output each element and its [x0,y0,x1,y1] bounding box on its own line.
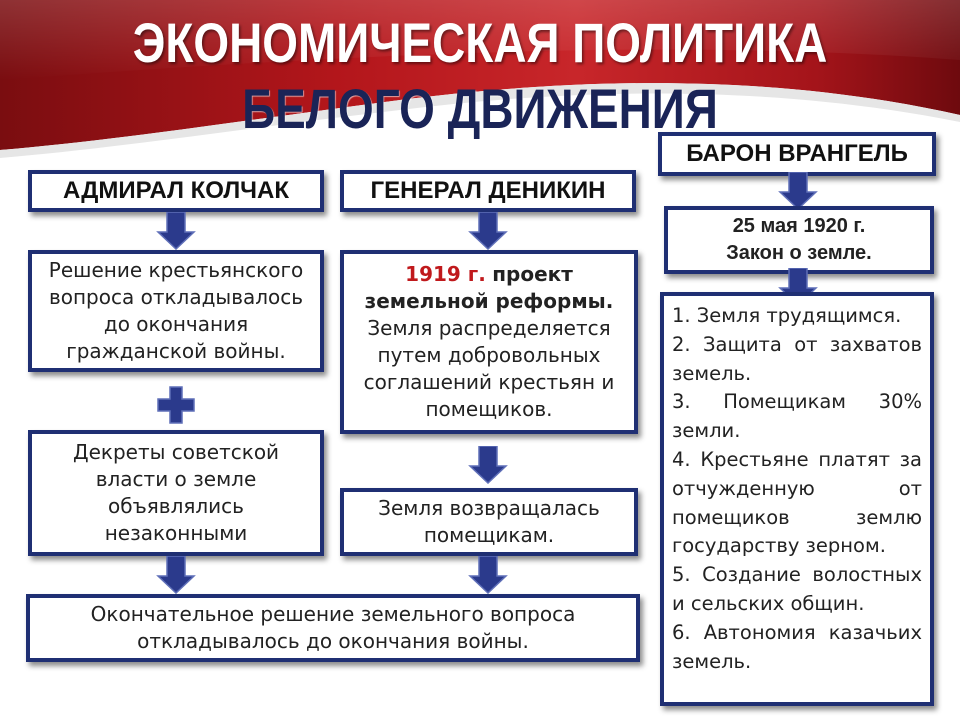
text-line: соглашений крестьян и [363,370,615,394]
page-title-line2: БЕЛОГО ДВИЖЕНИЯ [242,77,718,140]
text-line: Решение крестьянского [48,258,304,282]
list-item: 3. Помещикам 30% земли. [672,390,922,443]
reform-title-a: проект [492,262,573,286]
text-line: до окончания [103,312,249,336]
list-item: 2. Защита от захватов земель. [672,332,922,385]
text-line: Земля распределяется [367,316,611,340]
denikin-box-land-returned: Земля возвращалась помещикам. [340,488,638,556]
text-line: Земля возвращалась [378,496,600,520]
final-decision-box: Окончательное решение земельного вопроса… [26,594,640,662]
kolchak-box-peasant-question: Решение крестьянского вопроса откладывал… [28,250,324,372]
text-line: помещиков. [425,397,553,421]
text-line: помещикам. [423,523,555,547]
denikin-box-reform-project: 1919 г. проект земельной реформы. Земля … [340,250,638,434]
wrangel-law-points: 1. Земля трудящимся. 2. Защита от захват… [660,292,934,706]
list-item: 6. Автономия казачьих земель. [672,620,922,673]
reform-title-b: земельной реформы. [364,289,614,313]
list-item: 5. Создание волостных и сельских общин. [672,563,922,615]
wrangel-header-label: БАРОН ВРАНГЕЛЬ [686,140,908,167]
text-line: Декреты советской [72,440,280,464]
arrow-down-icon [468,446,508,484]
text-line: вопроса откладывалось [48,285,304,309]
text-line: откладывалось до окончания войны. [137,629,529,653]
text-line: Окончательное решение земельного вопроса [90,602,576,626]
text-line: 1919 г. проект [352,261,626,288]
arrow-down-icon [468,556,508,594]
wrangel-law-box: 25 мая 1920 г. Закон о земле. [664,206,934,274]
kolchak-box-soviet-decrees: Декреты советской власти о земле объявля… [28,430,324,556]
text-line: власти о земле [95,467,257,491]
arrow-down-icon [156,212,196,250]
list-item: 1. Земля трудящимся. [672,304,902,327]
kolchak-header: АДМИРАЛ КОЛЧАК [28,170,324,212]
denikin-header-label: ГЕНЕРАЛ ДЕНИКИН [370,177,606,204]
arrow-down-icon [778,172,818,210]
arrow-down-icon [468,212,508,250]
law-date: 25 мая 1920 г. [732,215,866,237]
text-line: незаконными [104,521,248,545]
text-line: гражданской войны. [66,339,286,363]
denikin-header: ГЕНЕРАЛ ДЕНИКИН [340,170,636,212]
plus-icon [157,386,195,424]
reform-year: 1919 г. [405,262,486,286]
text-line: объявлялись [108,494,244,518]
kolchak-header-label: АДМИРАЛ КОЛЧАК [63,177,289,204]
arrow-down-icon [156,556,196,594]
law-title: Закон о земле. [726,242,872,264]
list-item: 4. Крестьяне платят за отчужденную от по… [672,447,922,558]
page-title-line1: ЭКОНОМИЧЕСКАЯ ПОЛИТИКА [132,11,828,74]
text-line: путем добровольных [377,343,601,367]
title-banner [0,0,960,158]
wrangel-header: БАРОН ВРАНГЕЛЬ [658,132,936,176]
